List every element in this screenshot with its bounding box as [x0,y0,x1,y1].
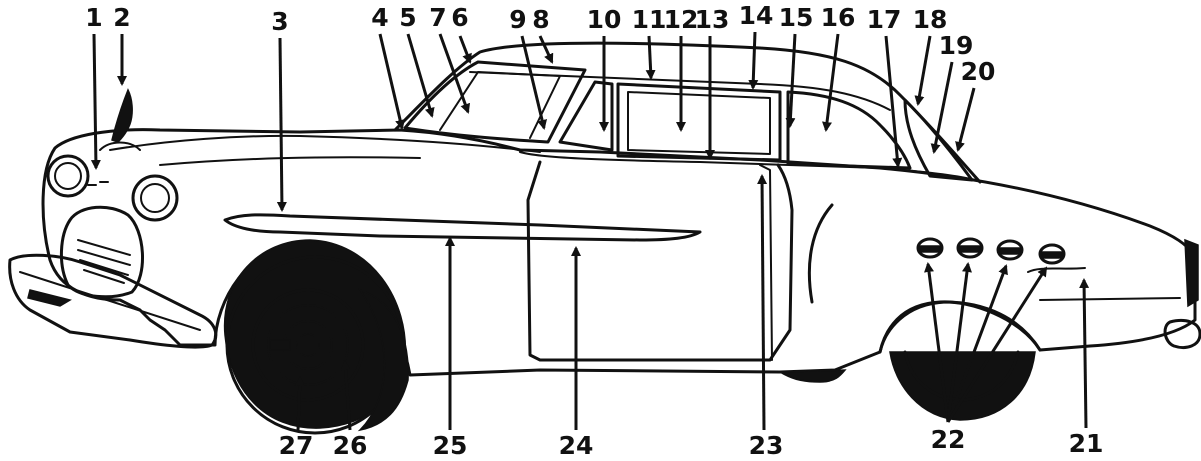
ventiport [996,239,1024,261]
callout-number: 2 [113,3,130,32]
callout-number: 19 [939,31,974,60]
rear-bumper [1163,319,1201,349]
ventiport [956,237,984,259]
leader-arrows [90,31,1090,431]
callout-number: 14 [739,1,774,30]
leader-arrow [438,33,471,114]
callout-number: 23 [749,431,784,460]
hubcap-center [296,333,320,357]
callout-number: 13 [695,5,730,34]
ventiport [1038,243,1066,265]
callout-number: 26 [333,431,368,460]
rear-wheel [777,350,1036,421]
leader-arrow [340,360,352,431]
callout-number: 11 [632,5,667,34]
callout-number: 5 [399,3,416,32]
leader-arrow [884,35,903,168]
rear-window [903,98,974,182]
callout-number: 8 [532,5,549,34]
leader-arrow [822,33,840,132]
grille-opening [59,205,144,299]
ventiport [916,237,944,259]
callout-number: 24 [559,431,594,460]
callout-number: 6 [451,3,468,32]
callout-number: 27 [279,431,314,460]
leader-arrow [930,61,954,154]
hood-crease [159,156,421,166]
leader-arrow [538,35,554,64]
side-spear-molding [223,213,702,242]
callout-labels: 1 2 3 4 5 7 6 9 8 10 11 12 13 14 15 16 1… [85,1,1103,460]
leader-arrow [645,35,656,80]
leader-arrow [946,266,1048,423]
front-end [46,88,179,299]
leader-arrow [946,262,972,423]
front-bumper [8,253,218,349]
vent-window [558,80,614,152]
callout-number: 9 [509,5,526,34]
door-outline [526,160,794,362]
callout-number: 17 [867,5,902,34]
tail-light [1184,238,1199,308]
callout-number: 21 [1069,429,1104,458]
leader-arrow [276,37,287,212]
ventiports [916,237,1066,265]
leader-arrow [458,35,472,64]
leader-arrow [946,264,1008,423]
rear-script [1027,267,1086,273]
leader-arrow [748,31,759,90]
leader-arrow [955,87,976,152]
callout-number: 7 [429,3,446,32]
beltline [519,151,976,181]
callout-number: 20 [961,57,996,86]
front-wheel [223,239,409,435]
leader-arrow [520,35,548,130]
door-window [616,82,782,162]
leader-arrow [378,33,406,130]
leader-arrow [785,33,797,128]
leader-arrow [924,262,950,423]
callout-number: 1 [85,3,102,32]
callout-number: 15 [779,3,814,32]
hood-ornament [111,88,133,143]
quarter-window [786,90,912,170]
leader-arrow [757,174,768,431]
hood-line [109,134,541,153]
rear-wheel-skirt [878,300,1042,354]
parking-light [131,174,179,222]
headlight [46,154,90,198]
windshield-frame [403,60,587,144]
callout-number: 3 [271,7,288,36]
callout-number: 12 [664,5,699,34]
leader-arrow [1079,278,1090,429]
wheel-hubcap-trim [251,288,365,402]
leader-arrow [90,33,101,170]
callout-number: 18 [913,5,948,34]
callout-number: 10 [587,5,622,34]
callout-number: 22 [931,425,966,454]
leader-arrow [914,35,932,106]
leader-arrow [406,33,435,118]
callout-number: 25 [433,431,468,460]
callout-number: 4 [371,3,388,32]
callout-number: 16 [821,3,856,32]
leader-arrow [294,376,305,431]
rear-fender-curve [807,203,834,304]
